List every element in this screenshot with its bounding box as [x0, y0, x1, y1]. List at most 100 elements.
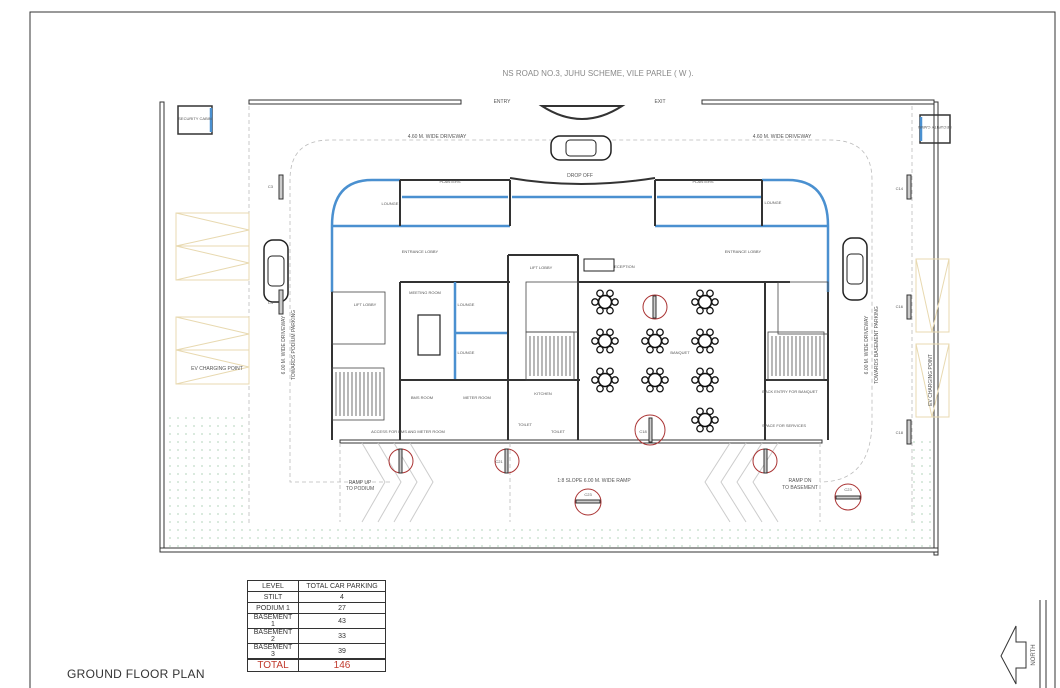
round-table [691, 289, 719, 315]
chair [656, 367, 664, 376]
count-cell: 33 [298, 628, 386, 644]
chair [691, 376, 699, 384]
svg-text:RECEPTION: RECEPTION [611, 264, 634, 269]
landscape-area [165, 415, 934, 548]
total-label: TOTAL [247, 658, 299, 672]
table [647, 333, 663, 349]
chair [691, 416, 699, 424]
chair [641, 337, 649, 345]
svg-text:C18: C18 [896, 430, 904, 435]
svg-text:NORTH: NORTH [1031, 644, 1037, 665]
ramp: RAMP UP TO PODIUM RAMP DN TO BASEMENT 1:… [339, 442, 821, 523]
entry-label: ENTRY [494, 99, 512, 105]
level-cell: PODIUM 1 [247, 602, 299, 614]
reception-desk [583, 258, 615, 272]
svg-text:BANQUET: BANQUET [670, 350, 690, 355]
svg-text:C23: C23 [584, 492, 592, 497]
svg-text:LOUNGE: LOUNGE [458, 302, 475, 307]
ramp-dn-label-2: TO BASEMENT [782, 485, 818, 491]
chair [696, 328, 704, 337]
svg-text:BACK ENTRY FOR BANQUET: BACK ENTRY FOR BANQUET [762, 389, 818, 394]
chair [706, 384, 714, 393]
chair [596, 306, 604, 315]
header-level: LEVEL [247, 580, 299, 592]
ramp-up-label: RAMP UP [349, 480, 372, 486]
chair [696, 384, 704, 393]
north-arrow-icon: NORTH [1000, 625, 1037, 685]
round-table [691, 367, 719, 393]
chair [596, 345, 604, 354]
chair [696, 407, 704, 416]
chair [591, 376, 599, 384]
sheet-border [29, 11, 1056, 688]
round-table [691, 328, 719, 354]
chair [661, 337, 669, 345]
count-cell: 39 [298, 643, 386, 660]
svg-text:ENTRANCE LOBBY: ENTRANCE LOBBY [402, 249, 439, 254]
round-table [691, 407, 719, 433]
level-cell: BASEMENT 2 [247, 628, 299, 644]
svg-text:LOUNGE: LOUNGE [382, 201, 399, 206]
car-icon [263, 239, 289, 303]
chair [656, 328, 664, 337]
security-cabin-right: SECURITY CABIN [918, 114, 952, 144]
chair [646, 328, 654, 337]
svg-text:TOILET: TOILET [551, 429, 565, 434]
chair [611, 337, 619, 345]
ev-charging-label: EV CHARGING POINT [928, 354, 934, 406]
driveway-top-left-label: 4.60 M. WIDE DRIVEWAY [408, 134, 467, 140]
ev-bays-right: EV CHARGING POINT [915, 258, 950, 418]
chair [691, 337, 699, 345]
chair [611, 298, 619, 306]
svg-text:PLANTERS: PLANTERS [439, 179, 460, 184]
driveway-right-label: 6.00 M. WIDE DRIVEWAY [864, 315, 870, 374]
chair [691, 298, 699, 306]
svg-text:C16: C16 [896, 304, 904, 309]
chair [591, 298, 599, 306]
svg-text:SPACE FOR SERVICES: SPACE FOR SERVICES [762, 423, 806, 428]
chair [606, 328, 614, 337]
ev-bays-left: EV CHARGING POINT [175, 212, 250, 385]
chair [706, 345, 714, 354]
count-cell: 4 [298, 591, 386, 603]
chair [646, 384, 654, 393]
chair [596, 289, 604, 298]
driveway-top-right-label: 4.60 M. WIDE DRIVEWAY [753, 134, 812, 140]
svg-text:MEETING ROOM: MEETING ROOM [409, 290, 441, 295]
chair [591, 337, 599, 345]
chair [696, 345, 704, 354]
chair [696, 367, 704, 376]
chair [606, 306, 614, 315]
svg-text:TOILET: TOILET [518, 422, 532, 427]
chair [706, 407, 714, 416]
round-table [591, 289, 619, 315]
table [597, 372, 613, 388]
svg-text:PLANTERS: PLANTERS [692, 179, 713, 184]
ev-charging-label: EV CHARGING POINT [191, 366, 243, 372]
level-cell: BASEMENT 3 [247, 643, 299, 660]
level-cell: STILT [247, 591, 299, 603]
chair [696, 306, 704, 315]
road-label: NS ROAD NO.3, JUHU SCHEME, VILE PARLE ( … [503, 69, 694, 78]
driveway-right-sub-label: TOWARDS BASEMENT PARKING [874, 306, 880, 384]
round-table [591, 328, 619, 354]
svg-text:SECURITY CABIN: SECURITY CABIN [918, 125, 952, 130]
table [697, 372, 713, 388]
stairs [335, 336, 821, 416]
chair [661, 376, 669, 384]
chair [696, 424, 704, 433]
svg-text:C4: C4 [268, 300, 274, 305]
chair [596, 328, 604, 337]
table [597, 294, 613, 310]
chair [706, 289, 714, 298]
chair [711, 416, 719, 424]
site-boundary [159, 99, 939, 556]
round-table [641, 367, 669, 393]
svg-text:ENTRANCE LOBBY: ENTRANCE LOBBY [725, 249, 762, 254]
